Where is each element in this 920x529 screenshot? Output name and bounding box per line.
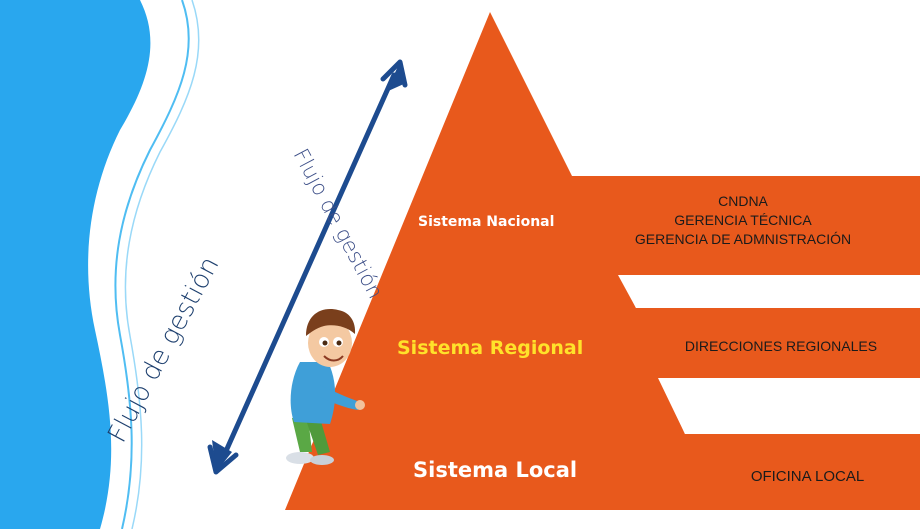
level-label-local: Sistema Local — [413, 458, 578, 482]
cartoon-boy-pointing-icon — [286, 309, 365, 465]
layer-gap-lower — [658, 378, 920, 434]
level-label-nacional: Sistema Nacional — [418, 214, 555, 230]
water-background — [0, 0, 151, 529]
pyramid-shape — [285, 12, 920, 510]
double-headed-arrow-icon — [207, 59, 408, 475]
band-regional-text: DIRECCIONES REGIONALES — [684, 338, 878, 354]
band-nacional-text: CNDNA GERENCIA TÉCNICA GERENCIA DE ADMNI… — [600, 192, 886, 249]
band-nacional-line-2: GERENCIA TÉCNICA — [674, 212, 812, 228]
band-nacional-line-1: CNDNA — [718, 193, 768, 209]
water-edge-line-2 — [124, 0, 200, 529]
layer-gap-upper — [618, 275, 920, 308]
band-nacional-line-3: GERENCIA DE ADMNISTRACIÓN — [634, 231, 852, 247]
water-edge-line — [114, 0, 190, 529]
level-label-regional: Sistema Regional — [397, 337, 584, 359]
band-local-text: OFICINA LOCAL — [750, 468, 865, 485]
